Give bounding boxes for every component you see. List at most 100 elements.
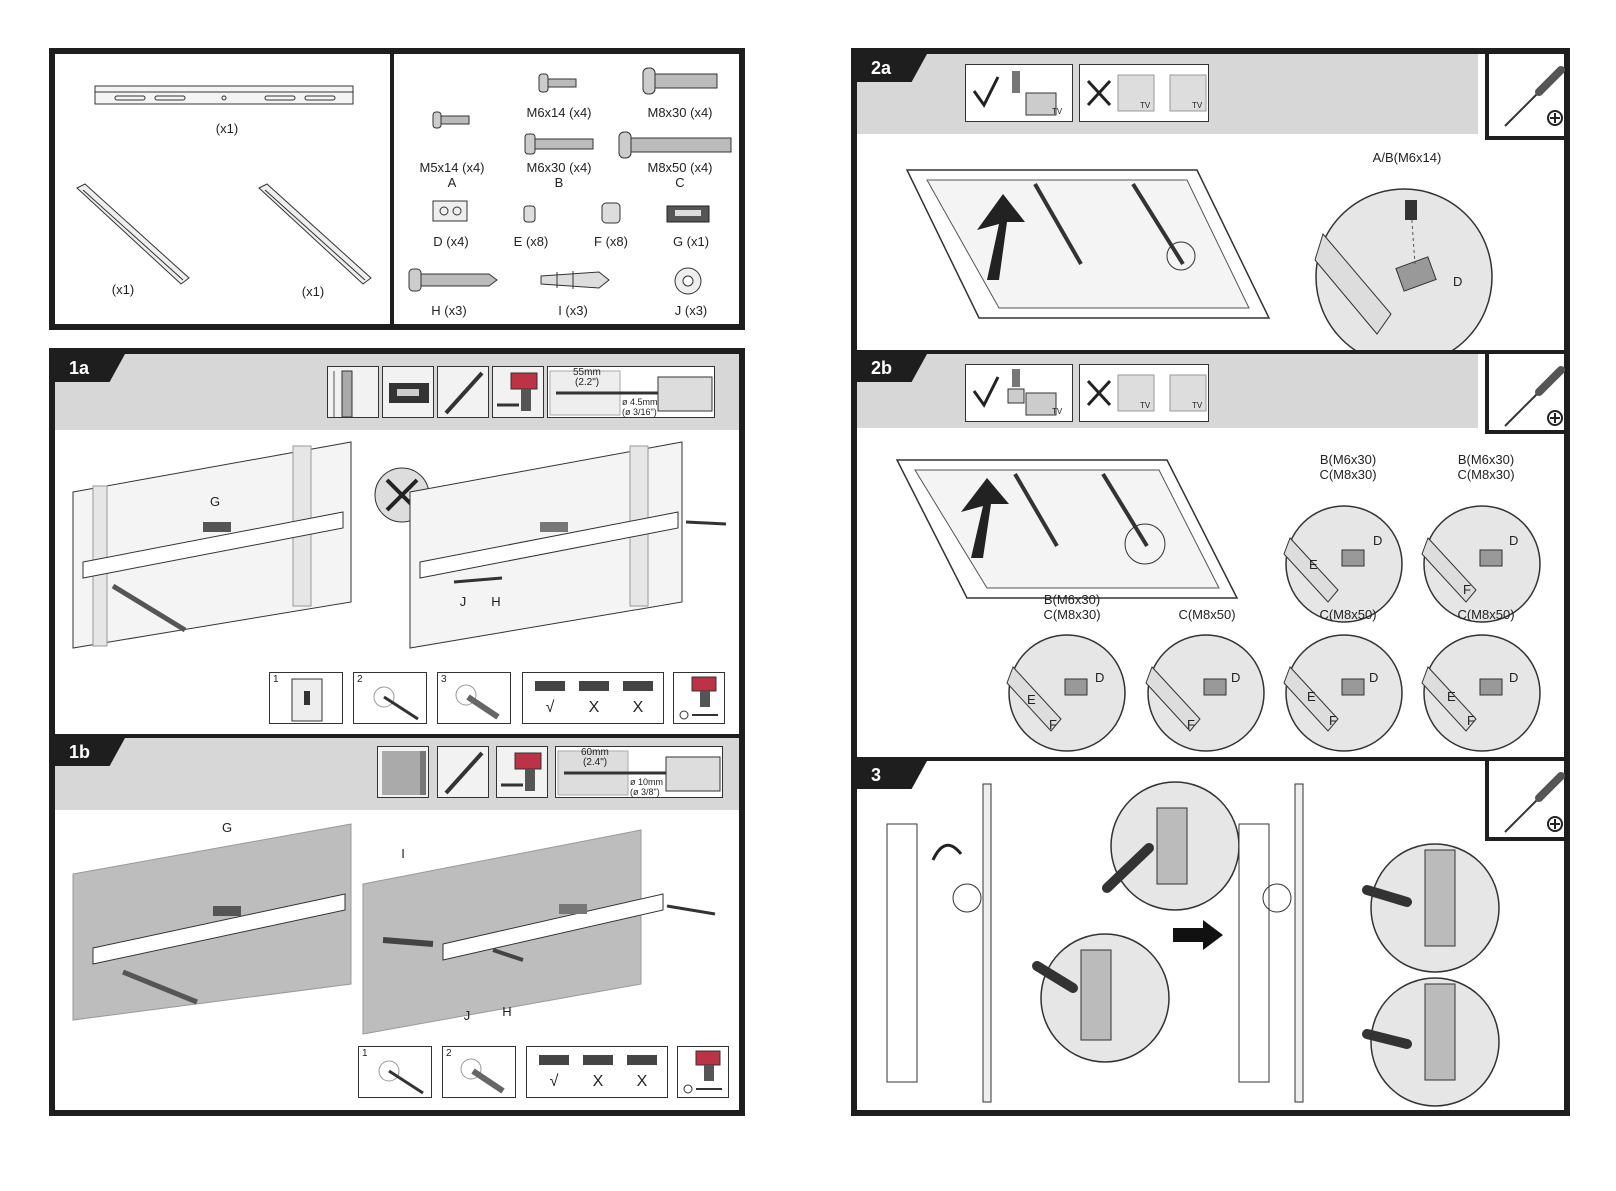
step-3-lock-detail-bottom xyxy=(1032,933,1170,1063)
screw-b-letter: B xyxy=(554,175,564,190)
detail-circle-2b-5 xyxy=(1283,634,1403,752)
tv-label-2b-2: TV xyxy=(1140,401,1151,410)
part-g-label: G (x1) xyxy=(672,234,710,249)
level-ok-mark-1b: √ xyxy=(549,1073,559,1090)
detail-circle-2b-1 xyxy=(1283,505,1403,623)
tv-label-2b-1: TV xyxy=(1052,407,1063,416)
screw-m6x14-drawing xyxy=(538,73,577,93)
callout-2b-2-line2: C(M8x30) xyxy=(1457,467,1515,482)
washer-j-drawing xyxy=(674,267,702,295)
screw-m8x30-drawing xyxy=(642,67,718,95)
callout-2b-6-f: F xyxy=(1467,713,1475,728)
tool-box-divider-2a xyxy=(1485,54,1489,140)
callout-2b-3-line1: B(M6x30) xyxy=(1043,592,1101,607)
tool-box-divider-3 xyxy=(1485,761,1489,841)
pencil-icon xyxy=(437,366,489,418)
step-1b-label-g: G xyxy=(221,820,233,835)
step-3-tighten-detail-top xyxy=(1362,843,1500,973)
callout-2b-5-line1: C(M8x50) xyxy=(1319,607,1377,622)
tool-box-bottom-2a xyxy=(1485,136,1564,140)
step-1b-mounting-drawing xyxy=(362,829,716,1035)
tool-box-bottom-2b xyxy=(1485,430,1564,434)
spacer-e-drawing xyxy=(523,205,536,223)
drill-depth-inch-label: (2.2") xyxy=(575,377,600,388)
step-3-tighten-detail-bottom xyxy=(1362,977,1500,1107)
step-1a-marking-drawing xyxy=(72,441,352,649)
level-bad-mark-1b-1: X xyxy=(592,1073,604,1090)
wall-plate-qty: (x1) xyxy=(215,121,239,136)
part-d-label: D (x4) xyxy=(433,234,469,249)
part-h-label: H (x3) xyxy=(431,303,467,318)
spacer-f-drawing xyxy=(601,202,621,224)
drill-icon xyxy=(492,366,544,418)
callout-2b-2-d: D xyxy=(1509,533,1519,548)
callout-2b-5-f: F xyxy=(1329,713,1337,728)
drill-depth-label: 55mm xyxy=(573,367,601,378)
callout-2b-2-line1: B(M6x30) xyxy=(1457,452,1515,467)
wall-stud-icon xyxy=(327,366,379,418)
level-bad-mark-1: X xyxy=(588,699,600,716)
tv-label-2a-2: TV xyxy=(1140,101,1151,110)
washer-plate-d-drawing xyxy=(432,200,468,222)
tool-box-bottom-3 xyxy=(1485,837,1564,841)
detail-circle-2b-2 xyxy=(1421,505,1541,623)
callout-2b-6-e: E xyxy=(1447,689,1456,704)
arm-right-qty: (x1) xyxy=(301,284,325,299)
tv-label-2b-3: TV xyxy=(1192,401,1203,410)
callout-2b-4-f: F xyxy=(1187,717,1195,732)
callout-2b-5-d: D xyxy=(1369,670,1379,685)
callout-2b-2-f: F xyxy=(1463,582,1471,597)
callout-2b-6-line1: C(M8x50) xyxy=(1457,607,1515,622)
arm-left-qty: (x1) xyxy=(111,282,135,297)
level-g-drawing xyxy=(666,205,710,223)
screw-m8x30-label: M8x30 (x4) xyxy=(647,105,713,120)
screwdriver-icon-3 xyxy=(1504,772,1565,833)
screw-a-drawing xyxy=(432,111,470,129)
callout-2b-1-e: E xyxy=(1309,557,1318,572)
level-ok-mark: √ xyxy=(545,699,555,716)
step-1b-drill-torque-icon xyxy=(677,1046,729,1098)
drill-dia-inch-label: (ø 3/16") xyxy=(622,407,657,417)
callout-2b-3-e: E xyxy=(1027,692,1036,707)
callout-2b-1-d: D xyxy=(1373,533,1383,548)
part-f-label: F (x8) xyxy=(594,234,628,249)
pencil-icon-1b xyxy=(437,746,489,798)
drill-depth-diagram-1b: 60mm (2.4") ø 10mm (ø 3/8") xyxy=(555,746,723,798)
tv-label-2a-3: TV xyxy=(1192,101,1203,110)
step-1a-level-check: √ X X xyxy=(522,672,664,724)
step-1a-substep-1: 1 xyxy=(269,672,343,724)
level-bad-mark-1b-2: X xyxy=(636,1073,648,1090)
step-1-panel: 1a 55mm (2.2") ø 4.5mm (ø 3/16") G xyxy=(49,348,745,1116)
step-1b-substep-1: 1 xyxy=(358,1046,432,1098)
screw-c-letter: C xyxy=(675,175,685,190)
callout-2b-4-line1: C(M8x50) xyxy=(1178,607,1236,622)
drill-depth-label-1b: 60mm xyxy=(581,747,609,758)
step-1b-marking-drawing xyxy=(72,823,352,1021)
drill-depth-inch-label-1b: (2.4") xyxy=(583,757,608,768)
step-1a-label-h: H xyxy=(491,594,501,609)
part-j-label: J (x3) xyxy=(674,303,708,318)
step-1a-label-g: G xyxy=(209,494,221,509)
step-1a-drill-torque-icon xyxy=(673,672,725,724)
screw-b-drawing xyxy=(524,133,594,155)
parts-panel: (x1) (x1) (x1) M5x14 (x4) A M6x14 (x4) M… xyxy=(49,48,745,330)
step-2-3-panel: 2a TV TV TV A/B(M6x14) D 2b xyxy=(851,48,1570,1116)
drill-depth-diagram: 55mm (2.2") ø 4.5mm (ø 3/16") xyxy=(547,366,715,418)
step-3-hang-tv-drawing xyxy=(886,783,992,1103)
step-1b-label-i: I xyxy=(401,846,405,861)
step-2a-callout: A/B(M6x14) xyxy=(1372,150,1442,165)
callout-2b-1-line2: C(M8x30) xyxy=(1319,467,1377,482)
screw-c-drawing xyxy=(618,131,732,159)
callout-2b-5-e: E xyxy=(1307,689,1316,704)
step-2b-tv-back-drawing xyxy=(895,459,1239,599)
wall-plate-drawing xyxy=(94,85,354,105)
lag-bolt-h-drawing xyxy=(408,268,498,292)
screw-a-label: M5x14 (x4) xyxy=(419,160,485,175)
tool-box-divider-2b xyxy=(1485,354,1489,432)
step-1a-substep-3: 3 xyxy=(437,672,511,724)
tv-label-2a-1: TV xyxy=(1052,107,1063,116)
step-2b-wrong-icon: TV TV xyxy=(1079,364,1209,422)
step-2a-tv-back-drawing xyxy=(905,169,1271,319)
step-2a-label-d: D xyxy=(1453,274,1463,289)
callout-2b-3-line2: C(M8x30) xyxy=(1043,607,1101,622)
